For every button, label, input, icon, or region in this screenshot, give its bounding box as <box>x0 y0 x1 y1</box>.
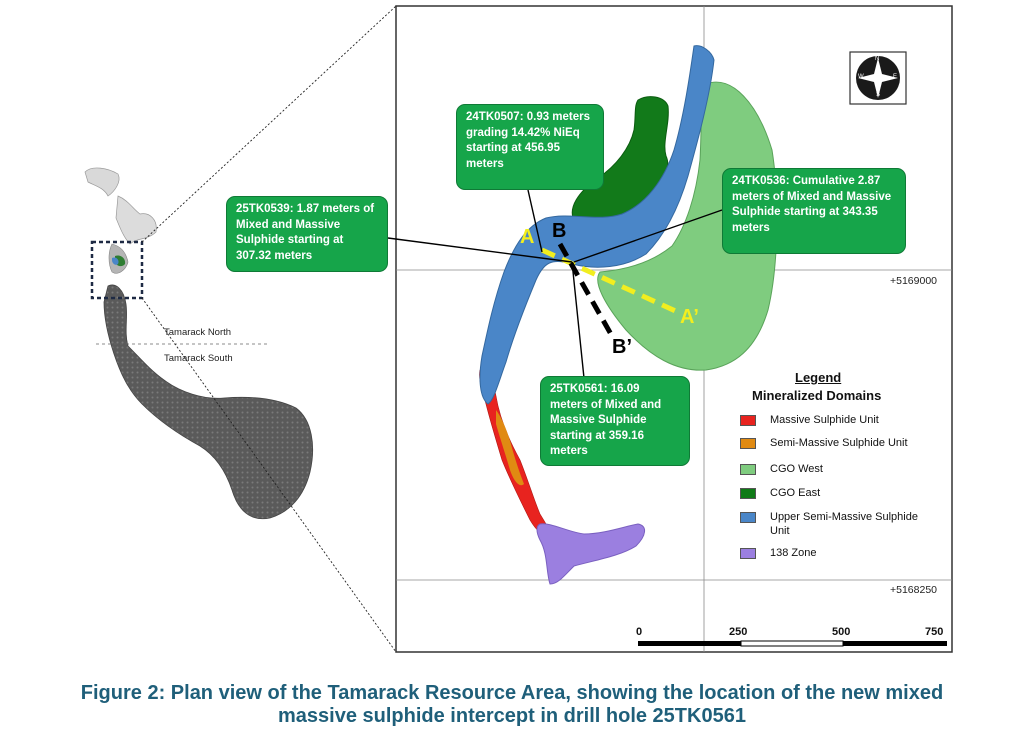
semi-massive-sulphide-body <box>496 410 524 486</box>
legend-item-semi-massive: Semi-Massive Sulphide Unit <box>740 436 930 452</box>
legend-title: Legend <box>795 370 842 385</box>
zone-138-body <box>536 523 645 585</box>
tamarack-north-label: Tamarack North <box>164 327 232 338</box>
legend-item-cgo-east: CGO East <box>740 486 930 502</box>
legend-swatch <box>740 548 756 559</box>
callout-24tk0536: 24TK0536: Cumulative 2.87 meters of Mixe… <box>722 168 906 254</box>
legend-swatch <box>740 438 756 449</box>
figure-caption-line-2: massive sulphide intercept in drill hole… <box>278 705 746 727</box>
legend-subtitle: Mineralized Domains <box>752 388 882 403</box>
callout-24tk0507: 24TK0507: 0.93 meters grading 14.42% NiE… <box>456 104 604 190</box>
legend-item-cgo-west: CGO West <box>740 462 930 478</box>
legend-swatch <box>740 415 756 426</box>
legend-swatch <box>740 464 756 475</box>
callout-25tk0561: 25TK0561: 16.09 meters of Mixed and Mass… <box>540 376 690 466</box>
legend-swatch <box>740 488 756 499</box>
drillhole-leaders <box>387 189 723 379</box>
figure-caption-line-1: Figure 2: Plan view of the Tamarack Reso… <box>80 682 944 704</box>
section-a-prime-label: A’ <box>680 306 699 328</box>
compass-w-label: W <box>858 74 864 80</box>
scale-label-250: 250 <box>729 626 748 638</box>
section-a-label: A <box>520 226 535 248</box>
northing-label-1: +5169000 <box>890 275 938 287</box>
compass-n-label: N <box>875 56 880 62</box>
scale-label-0: 0 <box>636 626 643 638</box>
legend-swatch <box>740 512 756 523</box>
section-b-label: B <box>552 220 567 242</box>
northing-label-2: +5168250 <box>890 584 938 596</box>
compass-icon <box>849 51 907 105</box>
compass-s-label: S <box>876 92 881 98</box>
legend-item-138-zone: 138 Zone <box>740 546 930 562</box>
scale-label-750: 750 <box>925 626 944 638</box>
overview-north-body <box>84 167 120 197</box>
overview-south-body <box>103 284 313 520</box>
upper-semi-massive-body <box>479 45 715 405</box>
section-b-line <box>557 242 615 338</box>
callout-25tk0539: 25TK0539: 1.87 meters of Mixed and Massi… <box>226 196 388 272</box>
compass-e-label: E <box>893 74 898 80</box>
legend-item-massive-sulphide: Massive Sulphide Unit <box>740 413 930 429</box>
legend-item-upper-semi-massive: Upper Semi-Massive Sulphide Unit <box>740 510 930 540</box>
overview-zoom-box <box>90 240 144 300</box>
tamarack-south-label: Tamarack South <box>164 353 233 364</box>
scale-bar <box>638 640 947 647</box>
scale-label-500: 500 <box>832 626 851 638</box>
section-b-prime-label: B’ <box>612 336 632 358</box>
overview-map <box>84 5 397 653</box>
